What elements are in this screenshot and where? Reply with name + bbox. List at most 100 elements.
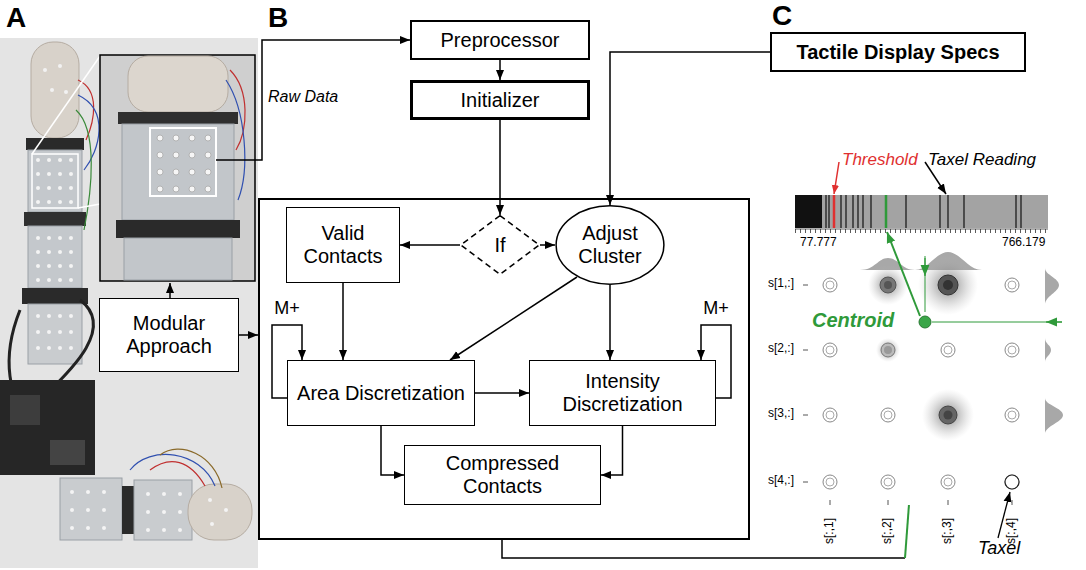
art-line: [834, 162, 839, 194]
flow-arrow: [381, 426, 404, 475]
art-circle: [1005, 475, 1019, 489]
art-line: [803, 350, 808, 351]
art-circle: [47, 278, 51, 282]
art-line: [925, 256, 926, 312]
art-rect: [10, 395, 40, 425]
art-rect: [124, 238, 232, 280]
art-circle: [58, 346, 62, 350]
flow-arrow: [450, 277, 577, 360]
art-line: [803, 415, 808, 416]
art-rect: [24, 212, 86, 226]
art-path: [230, 70, 245, 150]
art-circle: [210, 522, 214, 526]
art-rect: [150, 128, 216, 196]
art-path: [130, 454, 215, 486]
art-circle: [189, 169, 195, 175]
art-circle: [823, 475, 837, 489]
art-line: [1015, 195, 1016, 228]
art-circle: [178, 510, 182, 514]
art-circle: [58, 200, 62, 204]
art-circle: [58, 314, 62, 318]
annotation-label: Centroid: [812, 309, 894, 332]
art-circle: [224, 508, 228, 512]
annotation-label: Threshold: [842, 150, 918, 170]
art-circle: [47, 314, 51, 318]
art-circle: [47, 250, 51, 254]
node-label: If: [494, 234, 505, 257]
art-circle: [178, 528, 182, 532]
process-box: Compressed Contacts: [404, 445, 601, 505]
art-circle: [86, 490, 90, 494]
art-polyline: [216, 40, 410, 160]
annotation-label: Raw Data: [268, 88, 338, 106]
diamond-shape: [461, 216, 539, 275]
art-circle: [47, 346, 51, 350]
process-box: Area Discretization: [287, 360, 475, 426]
node-label: Tactile Display Specs: [796, 41, 999, 64]
art-rect: [28, 226, 82, 288]
art-circle: [881, 475, 895, 489]
art-circle: [1005, 408, 1019, 422]
art-circle: [208, 498, 212, 502]
art-rect: [60, 478, 122, 540]
art-circle: [36, 330, 40, 334]
art-circle: [823, 408, 837, 422]
art-circle: [69, 186, 73, 190]
art-line: [795, 229, 1048, 233]
art-circle: [157, 135, 163, 141]
art-rect: [26, 138, 84, 150]
art-circle: [823, 278, 837, 292]
art-circle: [69, 250, 73, 254]
art-circle: [918, 255, 978, 315]
art-circle: [58, 278, 62, 282]
art-circle: [47, 186, 51, 190]
art-circle: [36, 158, 40, 162]
art-circle: [941, 343, 955, 357]
art-polyline: [502, 540, 905, 558]
flow-arrow: [609, 285, 611, 360]
art-circle: [58, 64, 62, 68]
art-circle: [36, 314, 40, 318]
annotation-label: 77.777: [800, 236, 837, 250]
art-circle: [876, 338, 900, 362]
art-line: [1012, 500, 1013, 505]
ellipse-shape: [556, 206, 664, 284]
node-label: Modular Approach: [106, 312, 232, 358]
art-circle: [58, 186, 62, 190]
art-circle: [1008, 346, 1016, 354]
art-circle: [173, 186, 179, 192]
panel-letter: C: [772, 0, 792, 32]
art-circle: [157, 169, 163, 175]
art-line: [887, 232, 920, 316]
art-circle: [47, 200, 51, 204]
art-circle: [102, 526, 106, 530]
art-circle: [69, 236, 73, 240]
flow-arrow: [475, 392, 529, 394]
art-circle: [944, 411, 953, 420]
art-circle: [189, 152, 195, 158]
art-line: [833, 195, 836, 228]
art-g: [70, 490, 228, 532]
art-path: [160, 449, 222, 488]
art-line: [857, 195, 858, 228]
art-circle: [146, 492, 150, 496]
annotation-label: s[2,:]: [768, 342, 794, 356]
art-line: [32, 56, 100, 154]
node-label: Preprocessor: [441, 29, 560, 52]
axis-label: s[:,2]: [881, 518, 895, 544]
annotation-label: Taxel: [978, 538, 1020, 559]
art-circle: [944, 478, 952, 486]
art-circle: [70, 526, 74, 530]
art-circle: [162, 528, 166, 532]
panel-letter: A: [6, 2, 26, 34]
flow-arrow: [610, 52, 770, 205]
art-rect: [188, 484, 252, 540]
art-circle: [884, 346, 892, 354]
art-circle: [102, 490, 106, 494]
spec-box: Tactile Display Specs: [770, 32, 1026, 72]
art-path: [150, 462, 205, 486]
art-circle: [881, 343, 895, 357]
threshold-bar: [795, 162, 1048, 231]
taxel-grid: [803, 232, 1063, 538]
